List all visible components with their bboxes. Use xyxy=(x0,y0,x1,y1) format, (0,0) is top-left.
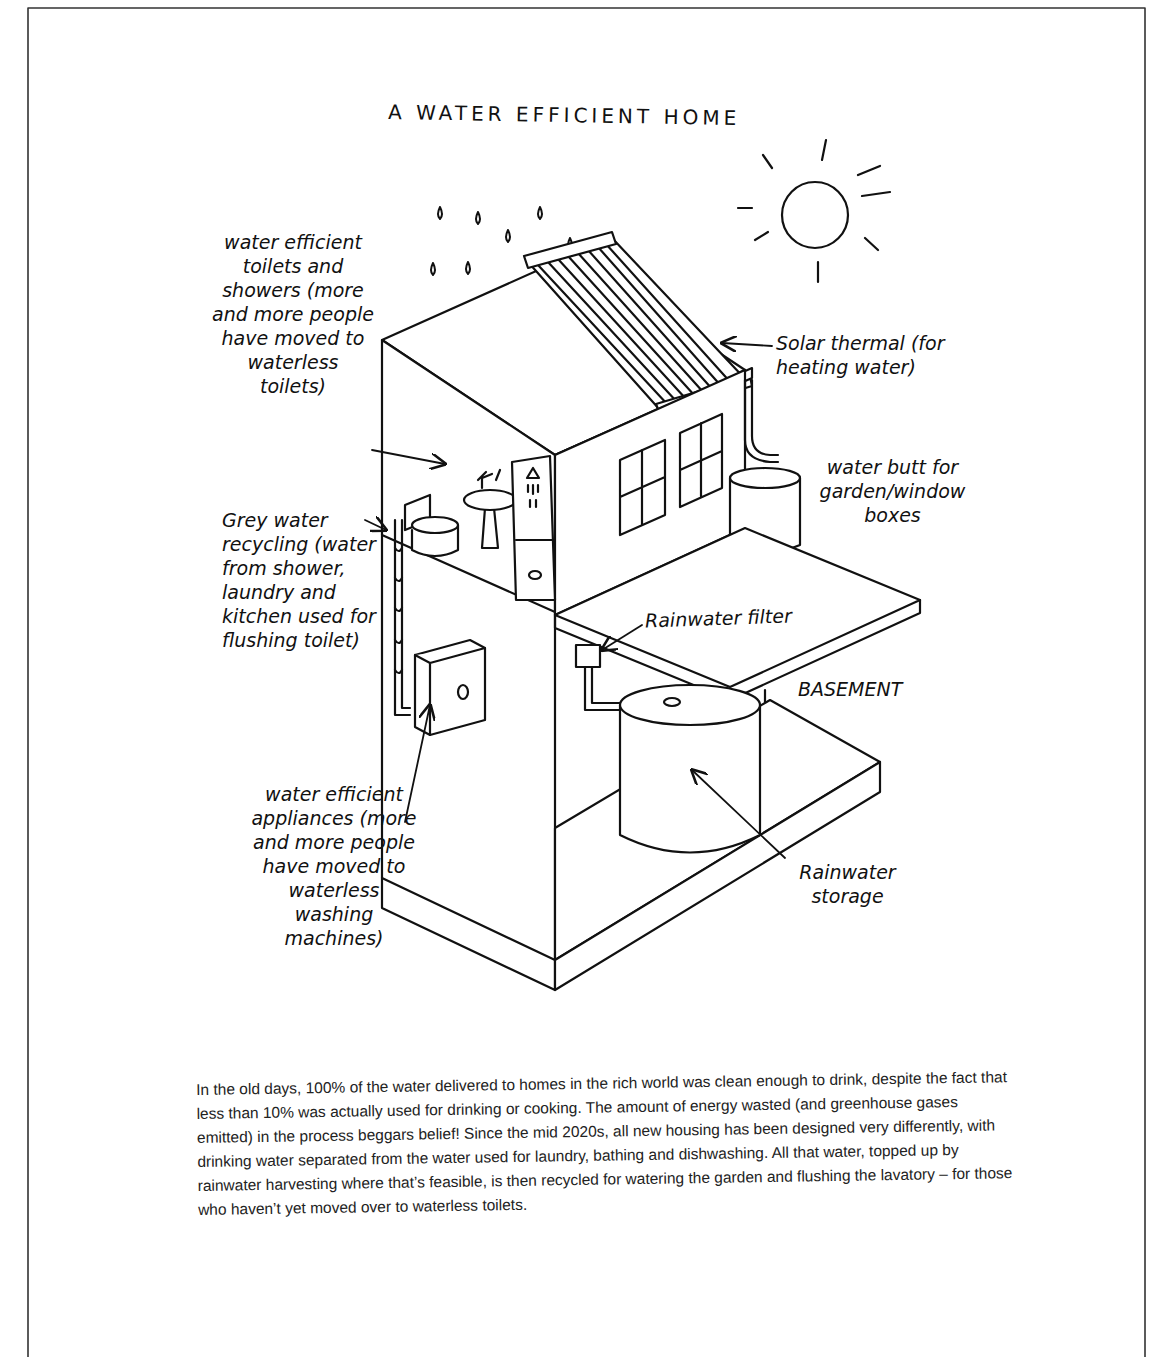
rainwater-tank xyxy=(620,685,760,853)
window xyxy=(620,414,722,535)
rainwater-filter xyxy=(576,645,600,667)
section-wall xyxy=(382,340,555,990)
washing-machine xyxy=(415,640,485,735)
pipe xyxy=(585,667,622,710)
callout-text: water efficient appliances (more and mor… xyxy=(250,782,418,950)
floor-slab xyxy=(555,600,920,700)
area-label: BASEMENT xyxy=(798,677,902,701)
callout-text: Rainwater storage xyxy=(775,860,920,908)
toilet xyxy=(405,495,458,556)
callout-text: Solar thermal (for heating water) xyxy=(776,331,961,379)
grey-water-pipe xyxy=(395,520,410,715)
page-frame xyxy=(28,8,1145,1357)
caption-text: In the old days, 100% of the water deliv… xyxy=(196,1065,1018,1222)
callout-text: Rainwater filter xyxy=(645,603,793,632)
sink xyxy=(464,470,516,548)
floor-slab xyxy=(555,528,920,687)
leader-arrow xyxy=(365,343,785,858)
sun xyxy=(738,140,890,282)
diagram-title: A WATER EFFICIENT HOME xyxy=(388,100,741,130)
floor-line xyxy=(382,878,555,960)
shower xyxy=(512,456,555,600)
callout-text: Grey water recycling (water from shower,… xyxy=(222,508,382,652)
downpipe xyxy=(752,380,778,455)
downpipe xyxy=(745,380,778,462)
grey-water-pipe xyxy=(395,548,402,673)
basement-floor xyxy=(555,700,880,960)
callout-text: water efficient toilets and showers (mor… xyxy=(212,230,374,398)
callout-text: water butt for garden/window boxes xyxy=(800,455,985,527)
